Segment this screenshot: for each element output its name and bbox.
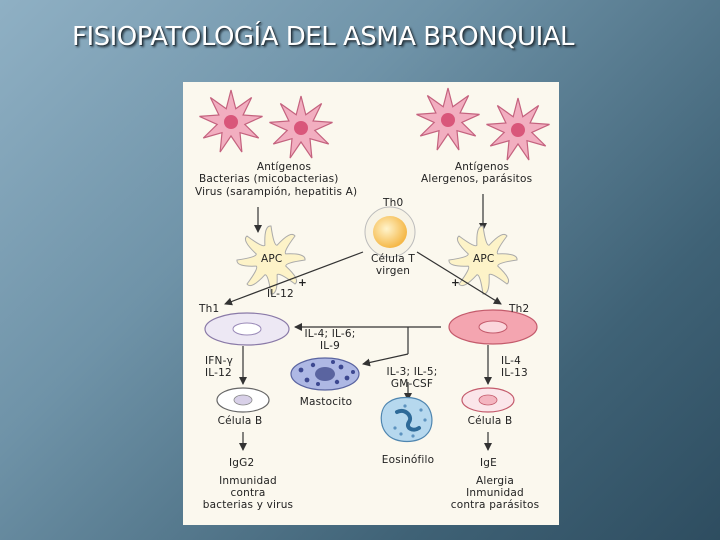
plus-left: + xyxy=(298,277,307,289)
th2-outcome-2: Inmunidad xyxy=(466,487,524,499)
th1-outcome-2: contra xyxy=(230,487,266,499)
th2-cell xyxy=(448,309,538,345)
th2-outcome-3: contra parásitos xyxy=(450,499,540,511)
th2-outcome-1: Alergia xyxy=(475,475,515,487)
right-antigens-title: Antígenos xyxy=(454,161,510,173)
ige-label: IgE xyxy=(480,457,497,469)
left-antigens-title: Antígenos xyxy=(256,161,312,173)
il12-label: IL-12 xyxy=(267,288,294,300)
left-antigens-line2: Virus (sarampión, hepatitis A) xyxy=(195,186,358,198)
dendritic-cell-left-2 xyxy=(269,95,333,159)
th0-label: Th0 xyxy=(383,197,404,209)
ifn-label-1: IFN-γ xyxy=(205,355,233,367)
th1-label: Th1 xyxy=(199,303,220,315)
il4-13-label-2: IL-13 xyxy=(501,367,528,379)
igg2-label: IgG2 xyxy=(229,457,255,469)
b-cell-left-label: Célula B xyxy=(217,415,263,427)
naive-t-label-1: Célula T xyxy=(370,253,416,265)
arrow-naive-to-th1 xyxy=(224,251,364,306)
naive-t-cell xyxy=(364,206,416,258)
slide-title: FISIOPATOLOGÍA DEL ASMA BRONQUIAL xyxy=(72,22,575,52)
eosinophil-label: Eosinófilo xyxy=(381,454,435,466)
il3-5-label-1: IL-3; IL-5; xyxy=(386,366,438,378)
th2-cytokines-2: IL-9 xyxy=(319,340,341,352)
ifn-label-2: IL-12 xyxy=(205,367,232,379)
dendritic-cell-left-1 xyxy=(199,89,263,153)
th1-outcome-1: Inmunidad xyxy=(219,475,277,487)
left-antigens-line1: Bacterias (micobacterias) xyxy=(199,173,339,185)
apc-cell-right xyxy=(448,225,518,295)
dendritic-cell-right-1 xyxy=(416,87,480,151)
apc-cell-left xyxy=(236,225,306,295)
th1-outcome-3: bacterias y virus xyxy=(202,499,294,511)
naive-t-label-2: virgen xyxy=(375,265,411,277)
plus-right: + xyxy=(451,277,460,289)
arrow-naive-to-th2 xyxy=(416,251,502,305)
th2-label: Th2 xyxy=(509,303,530,315)
asthma-pathophysiology-diagram: Antígenos Bacterias (micobacterias) Viru… xyxy=(183,82,559,525)
eosinophil-cell xyxy=(380,396,433,443)
mast-cell xyxy=(290,357,360,391)
diagram-graphics xyxy=(199,87,550,451)
th1-cell xyxy=(204,312,290,346)
arrow-to-mastocyte xyxy=(362,353,409,367)
th2-cytokines-1: IL-4; IL-6; xyxy=(304,328,356,340)
apc-right-label: APC xyxy=(473,253,495,265)
dendritic-cell-right-2 xyxy=(486,97,550,161)
apc-left-label: APC xyxy=(261,253,283,265)
il4-13-label-1: IL-4 xyxy=(501,355,522,367)
b-cell-left xyxy=(216,387,270,413)
b-cell-right-label: Célula B xyxy=(467,415,513,427)
il3-5-label-2: GM-CSF xyxy=(390,378,434,390)
right-antigens-line1: Alergenos, parásitos xyxy=(421,173,533,185)
mast-cell-label: Mastocito xyxy=(299,396,353,408)
b-cell-right xyxy=(461,387,515,413)
